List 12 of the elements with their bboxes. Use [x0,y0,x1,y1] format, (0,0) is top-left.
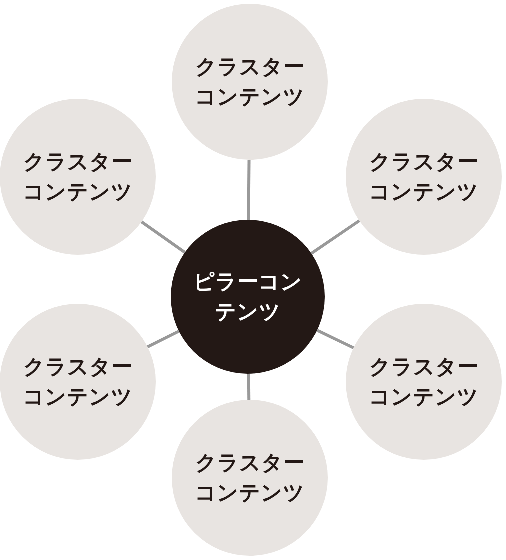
node-label: クラスターコンテンツ [368,354,480,411]
node-label: クラスターコンテンツ [368,148,480,206]
node-label: クラスターコンテンツ [22,148,134,206]
node-label: クラスターコンテンツ [194,450,306,507]
connector-line [247,160,251,220]
connector-line [310,220,360,255]
connector-line [140,220,186,254]
connector-line [147,330,180,348]
node-label: クラスターコンテンツ [22,354,134,411]
node-label: クラスターコンテンツ [194,54,306,111]
connector-line [247,374,251,400]
node-label: ピラーコンテンツ [192,268,304,326]
